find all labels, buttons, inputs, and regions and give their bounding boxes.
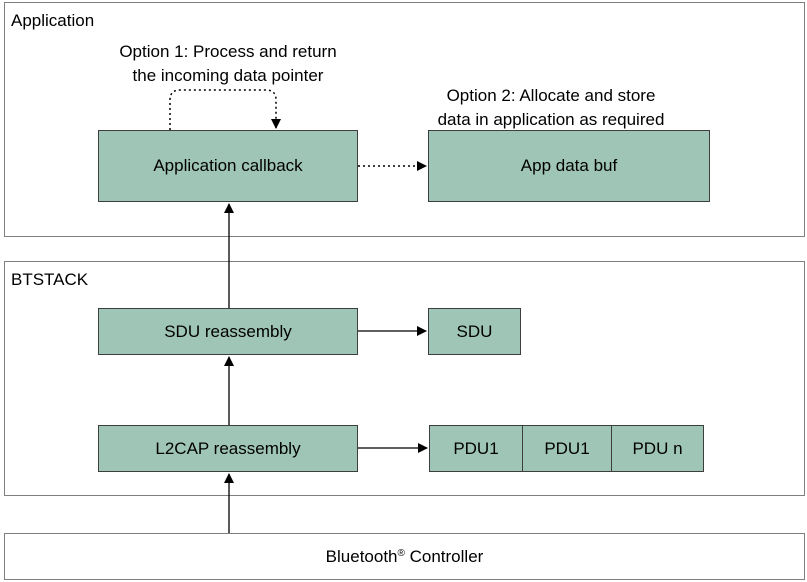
- option2-line1: Option 2: Allocate and store: [446, 86, 656, 105]
- option2-note: Option 2: Allocate and store data in app…: [420, 84, 682, 132]
- controller-layer: Bluetooth® Controller: [4, 533, 805, 580]
- arrow-option1-loop: [169, 89, 281, 130]
- application-layer-title: Application: [11, 11, 95, 30]
- controller-label: Bluetooth® Controller: [325, 546, 484, 566]
- option1-line1: Option 1: Process and return: [119, 42, 337, 61]
- sdu-box: SDU: [428, 308, 521, 355]
- l2cap-reassembly-box: L2CAP reassembly: [98, 425, 358, 472]
- btstack-layer-title: BTSTACK: [11, 270, 89, 289]
- app-data-buf-box: App data buf: [428, 130, 710, 202]
- option1-line2: the incoming data pointer: [132, 66, 324, 85]
- option2-line2: data in application as required: [437, 110, 665, 129]
- pdu-box-n: PDU n: [611, 425, 704, 472]
- sdu-reassembly-box: SDU reassembly: [98, 308, 358, 355]
- option1-note: Option 1: Process and return the incomin…: [108, 40, 348, 88]
- pdu-box-2: PDU1: [522, 425, 612, 472]
- application-callback-box: Application callback: [98, 130, 358, 202]
